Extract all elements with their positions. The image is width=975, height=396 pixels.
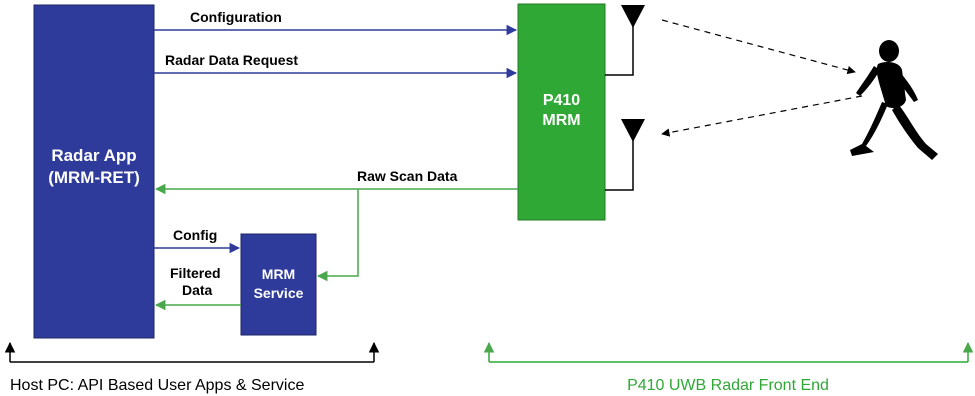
config-flow: Config	[154, 227, 241, 254]
reflected-signal	[661, 95, 863, 137]
filtered-data-label-line2: Data	[182, 282, 213, 298]
radar-app-box: Radar App (MRM-RET)	[33, 4, 155, 339]
antenna-icon	[605, 119, 645, 191]
p410-mrm-box: P410 MRM	[517, 3, 606, 221]
radar-data-request-label: Radar Data Request	[165, 52, 298, 68]
front-end-caption: P410 UWB Radar Front End	[627, 377, 829, 394]
transmit-signal	[661, 19, 856, 75]
walking-person-icon	[850, 40, 938, 160]
host-pc-caption: Host PC: API Based User Apps & Service	[10, 377, 304, 394]
radar-app-sublabel: (MRM-RET)	[48, 168, 140, 187]
host-pc-bracket: Host PC: API Based User Apps & Service	[4, 341, 380, 394]
radar-app-label: Radar App	[51, 146, 136, 165]
raw-scan-data-flow: Raw Scan Data	[154, 168, 518, 282]
mrm-service-label: MRM	[262, 266, 295, 282]
mrm-service-box: MRM Service	[240, 233, 317, 336]
p410-mrm-sublabel: MRM	[542, 112, 580, 129]
configuration-flow: Configuration	[154, 9, 518, 36]
filtered-data-label: Filtered	[170, 265, 221, 281]
p410-mrm-label: P410	[543, 92, 580, 109]
filtered-data-flow: Filtered Data	[154, 265, 241, 311]
mrm-service-sublabel: Service	[254, 285, 304, 301]
antenna-icon	[605, 5, 645, 76]
radar-data-request-flow: Radar Data Request	[154, 52, 518, 79]
config-label: Config	[173, 227, 217, 243]
configuration-label: Configuration	[190, 9, 282, 25]
raw-scan-data-label: Raw Scan Data	[357, 168, 458, 184]
front-end-bracket: P410 UWB Radar Front End	[483, 341, 974, 394]
